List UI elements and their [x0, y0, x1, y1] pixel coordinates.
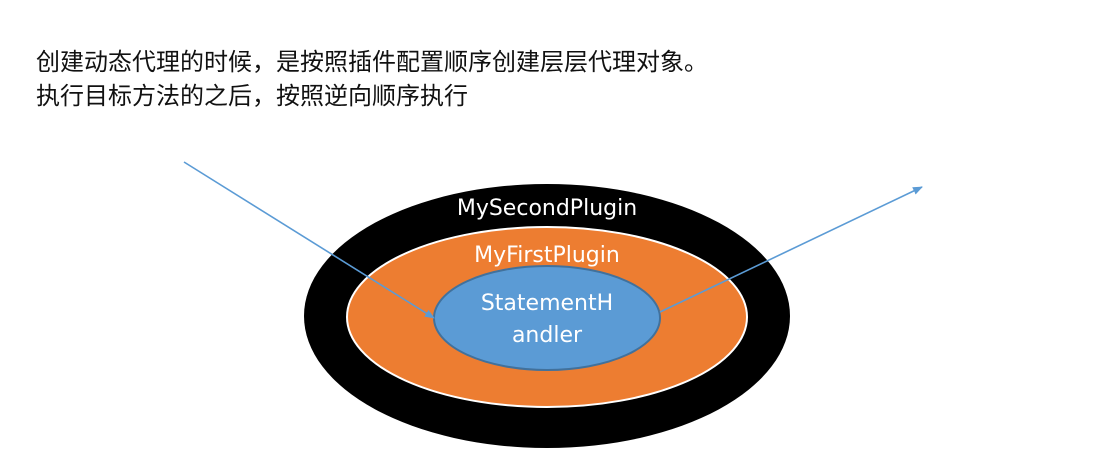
- outer-layer-label: MySecondPlugin: [457, 196, 637, 221]
- description-line-2: 执行目标方法的之后，按照逆向顺序执行: [36, 82, 468, 110]
- middle-layer-label: MyFirstPlugin: [474, 243, 620, 268]
- inner-layer-label-line-1: StatementH: [481, 291, 613, 316]
- outgoing-arrow: [659, 186, 923, 313]
- inner-layer-ellipse: [433, 265, 661, 371]
- inner-layer-label-line-2: andler: [512, 323, 583, 348]
- description-line-1: 创建动态代理的时候，是按照插件配置顺序创建层层代理对象。: [36, 48, 708, 76]
- incoming-arrow: [183, 161, 435, 319]
- description-text: 创建动态代理的时候，是按照插件配置顺序创建层层代理对象。 执行目标方法的之后，按…: [36, 45, 708, 113]
